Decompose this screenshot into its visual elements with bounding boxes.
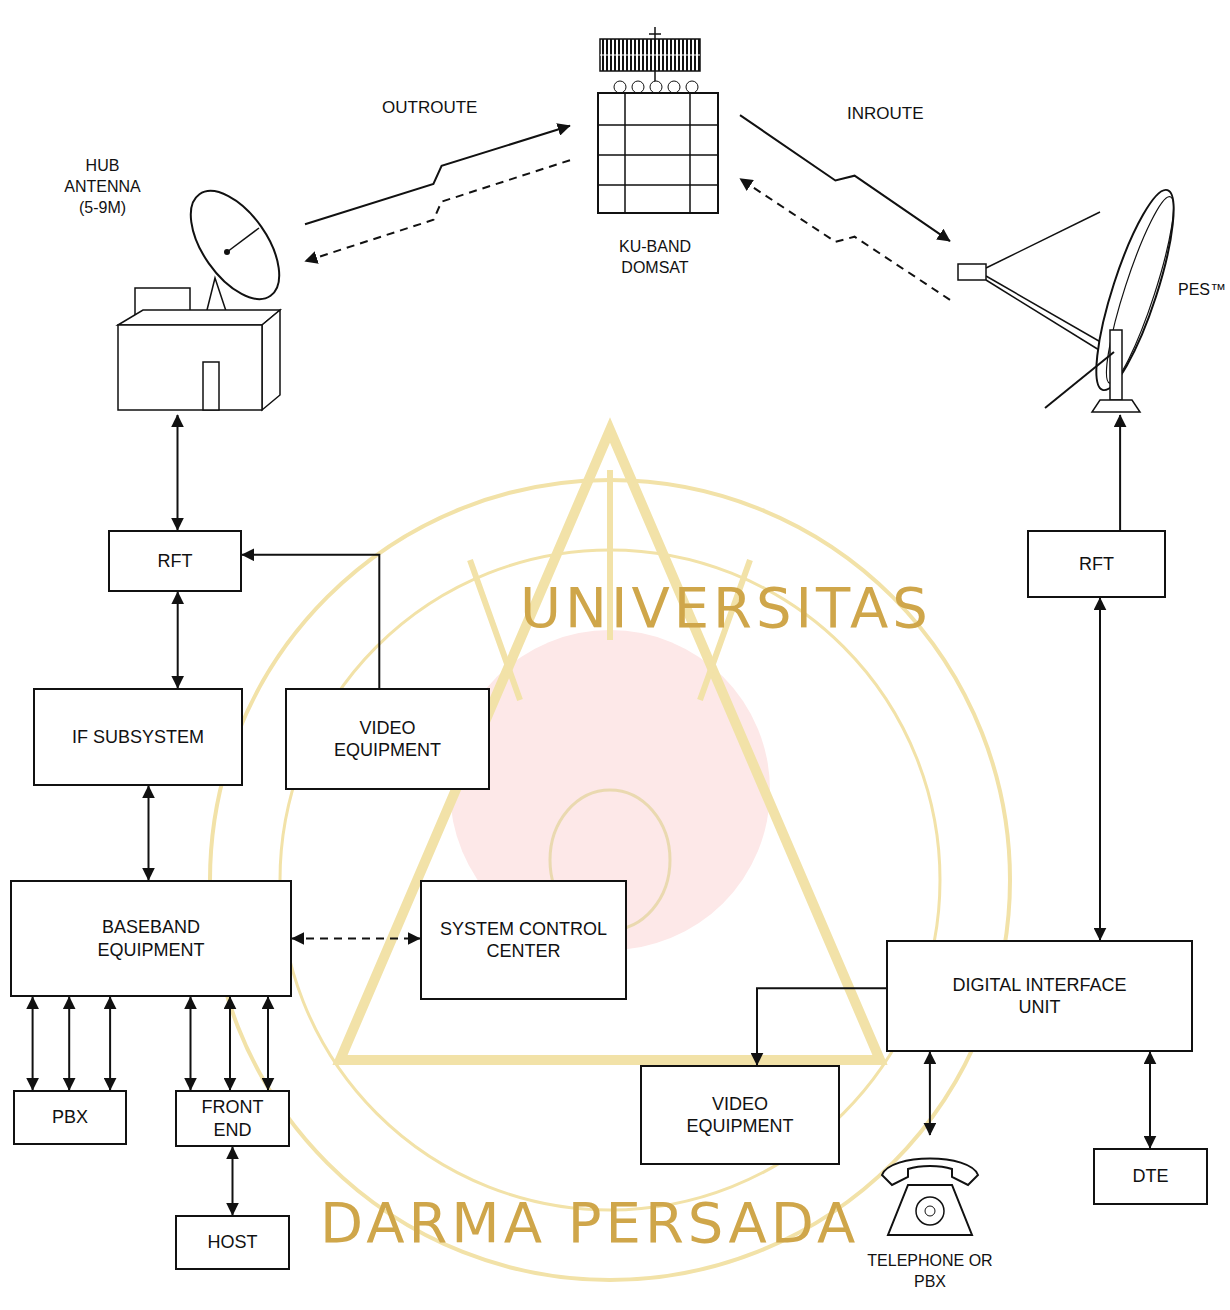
box-label: RFT (158, 550, 193, 573)
remote-terminal: PES™ (950, 180, 1225, 415)
box-label: DIGITAL INTERFACE UNIT (940, 974, 1140, 1019)
hub-antenna: HUB ANTENNA (5-9M) (55, 150, 305, 415)
box-label: VIDEO EQUIPMENT (318, 717, 458, 762)
satellite-drawing-part (632, 81, 644, 93)
connector (1149, 1052, 1151, 1148)
satellite-drawing-part (598, 93, 718, 213)
figure-label: PES™ (1178, 280, 1224, 301)
link-label: OUTROUTE (378, 98, 481, 118)
box-label: DTE (1133, 1165, 1169, 1188)
process-box: IF SUBSYSTEM (33, 688, 243, 786)
satellite-drawing-part (614, 81, 626, 93)
process-box: DTE (1093, 1148, 1208, 1205)
hub-antenna-drawing-part (262, 310, 280, 410)
rft-box: RFT (1027, 530, 1166, 598)
box-label: SYSTEM CONTROL CENTER (434, 918, 614, 963)
satellite-drawing-part (649, 33, 661, 35)
telephone-drawing-part (882, 1159, 978, 1186)
box-label: IF SUBSYSTEM (72, 726, 204, 749)
figure-label: KU-BAND DOMSAT (595, 237, 715, 279)
watermark-text: UNIVERSITAS (520, 575, 932, 640)
connector (109, 997, 111, 1090)
satellite: KU-BAND DOMSAT (570, 25, 740, 290)
telephone-drawing-part (888, 1185, 972, 1235)
satellite-drawing-part (668, 81, 680, 93)
pes-terminal-drawing-part (958, 264, 986, 280)
figure-label: HUB ANTENNA (5-9M) (55, 156, 150, 218)
dashed-connector (292, 938, 420, 940)
box-label: RFT (1079, 553, 1114, 576)
connector (242, 555, 379, 688)
box-label: VIDEO EQUIPMENT (670, 1093, 810, 1138)
satellite-drawing-part (650, 81, 662, 93)
process-box: DIGITAL INTERFACE UNIT (886, 940, 1193, 1052)
hub-antenna-drawing-part (224, 249, 230, 255)
satellite-drawing-part (598, 93, 718, 213)
process-box: PBX (13, 1090, 127, 1145)
process-box: FRONT END (175, 1090, 290, 1147)
process-box: HOST (175, 1215, 290, 1270)
pes-terminal-drawing-part (986, 212, 1100, 268)
box-label: PBX (52, 1106, 88, 1129)
process-box: BASEBAND EQUIPMENT (10, 880, 292, 997)
process-box: SYSTEM CONTROL CENTER (420, 880, 627, 1000)
connector (177, 415, 179, 530)
satellite-drawing-part (600, 55, 700, 56)
pes-terminal-drawing-part (1092, 400, 1140, 412)
connector (177, 592, 179, 688)
link-label: INROUTE (843, 104, 928, 124)
pes-terminal-drawing-part (986, 280, 1112, 358)
hub-antenna-drawing-part (173, 176, 297, 314)
watermark-logo-part (210, 480, 1010, 1280)
telephone: TELEPHONE OR PBX (860, 1135, 1000, 1307)
connector (32, 997, 34, 1090)
connector (929, 1052, 931, 1135)
box-label: BASEBAND EQUIPMENT (76, 916, 226, 961)
satellite-drawing-part (686, 81, 698, 93)
connector (68, 997, 70, 1090)
telephone-drawing-part (916, 1197, 944, 1225)
box-label: HOST (207, 1231, 257, 1254)
dashed-connector (740, 179, 950, 300)
connector (1099, 598, 1101, 940)
connector (232, 1147, 234, 1215)
figure-label: TELEPHONE OR PBX (860, 1251, 1000, 1293)
connector (757, 988, 886, 1065)
rft-box: RFT (108, 530, 242, 592)
connector (229, 997, 231, 1090)
watermark-text: DARMA PERSADA (320, 1190, 859, 1255)
connector (1119, 415, 1121, 530)
connector (740, 115, 950, 241)
process-box: VIDEO EQUIPMENT (285, 688, 490, 790)
connector (148, 786, 150, 880)
telephone-drawing-part (925, 1206, 935, 1216)
process-box: VIDEO EQUIPMENT (640, 1065, 840, 1165)
connector (267, 997, 269, 1090)
box-label: FRONT END (193, 1096, 273, 1141)
pes-terminal-drawing-part (986, 276, 1118, 352)
hub-antenna-drawing-part (203, 362, 219, 410)
pes-terminal-drawing-part (1110, 330, 1122, 400)
hub-antenna-drawing-part (227, 228, 259, 252)
dashed-connector (305, 160, 570, 261)
pes-terminal-drawing-part (1095, 192, 1184, 388)
hub-antenna-drawing-part (118, 310, 280, 325)
connector (190, 997, 192, 1090)
satellite-drawing-part (600, 39, 700, 71)
hub-antenna-drawing-part (118, 325, 262, 410)
